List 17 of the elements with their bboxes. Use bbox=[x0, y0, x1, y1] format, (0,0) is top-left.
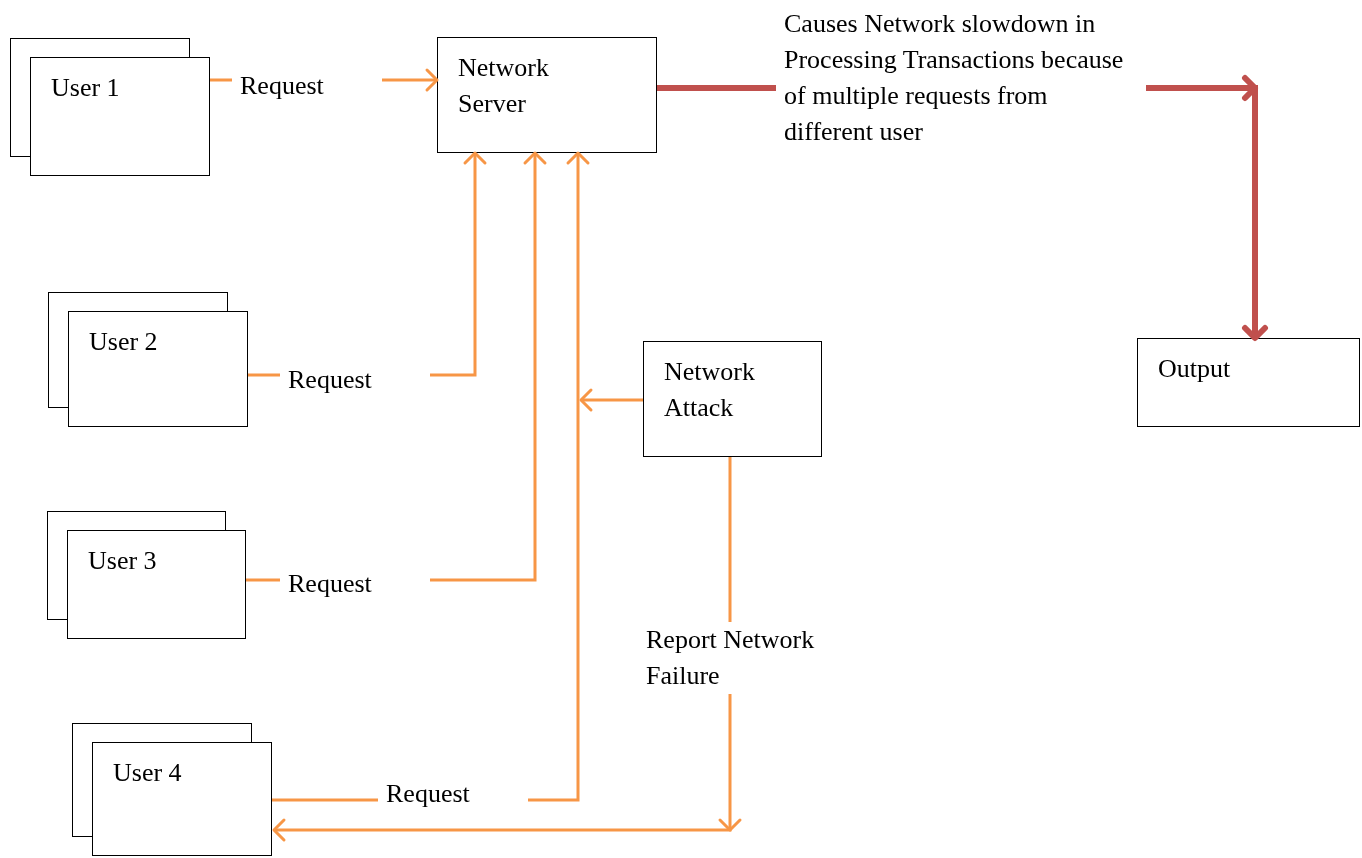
arrow bbox=[272, 457, 742, 842]
box-label: Output bbox=[1158, 353, 1231, 385]
box-label: User 1 bbox=[51, 72, 120, 104]
box-label: Network Attack bbox=[664, 356, 756, 424]
box-label: User 4 bbox=[113, 757, 182, 789]
process-box bbox=[643, 341, 822, 457]
user-box bbox=[68, 311, 248, 427]
box-label: User 3 bbox=[88, 545, 157, 577]
box-label: Network Server bbox=[458, 52, 550, 120]
box-label: User 2 bbox=[89, 326, 158, 358]
process-box bbox=[437, 37, 657, 153]
arrow bbox=[579, 388, 643, 412]
user-box bbox=[67, 530, 246, 639]
process-box bbox=[1137, 338, 1360, 427]
arrow bbox=[566, 151, 590, 402]
user-box bbox=[92, 742, 272, 856]
user-box bbox=[30, 57, 210, 176]
